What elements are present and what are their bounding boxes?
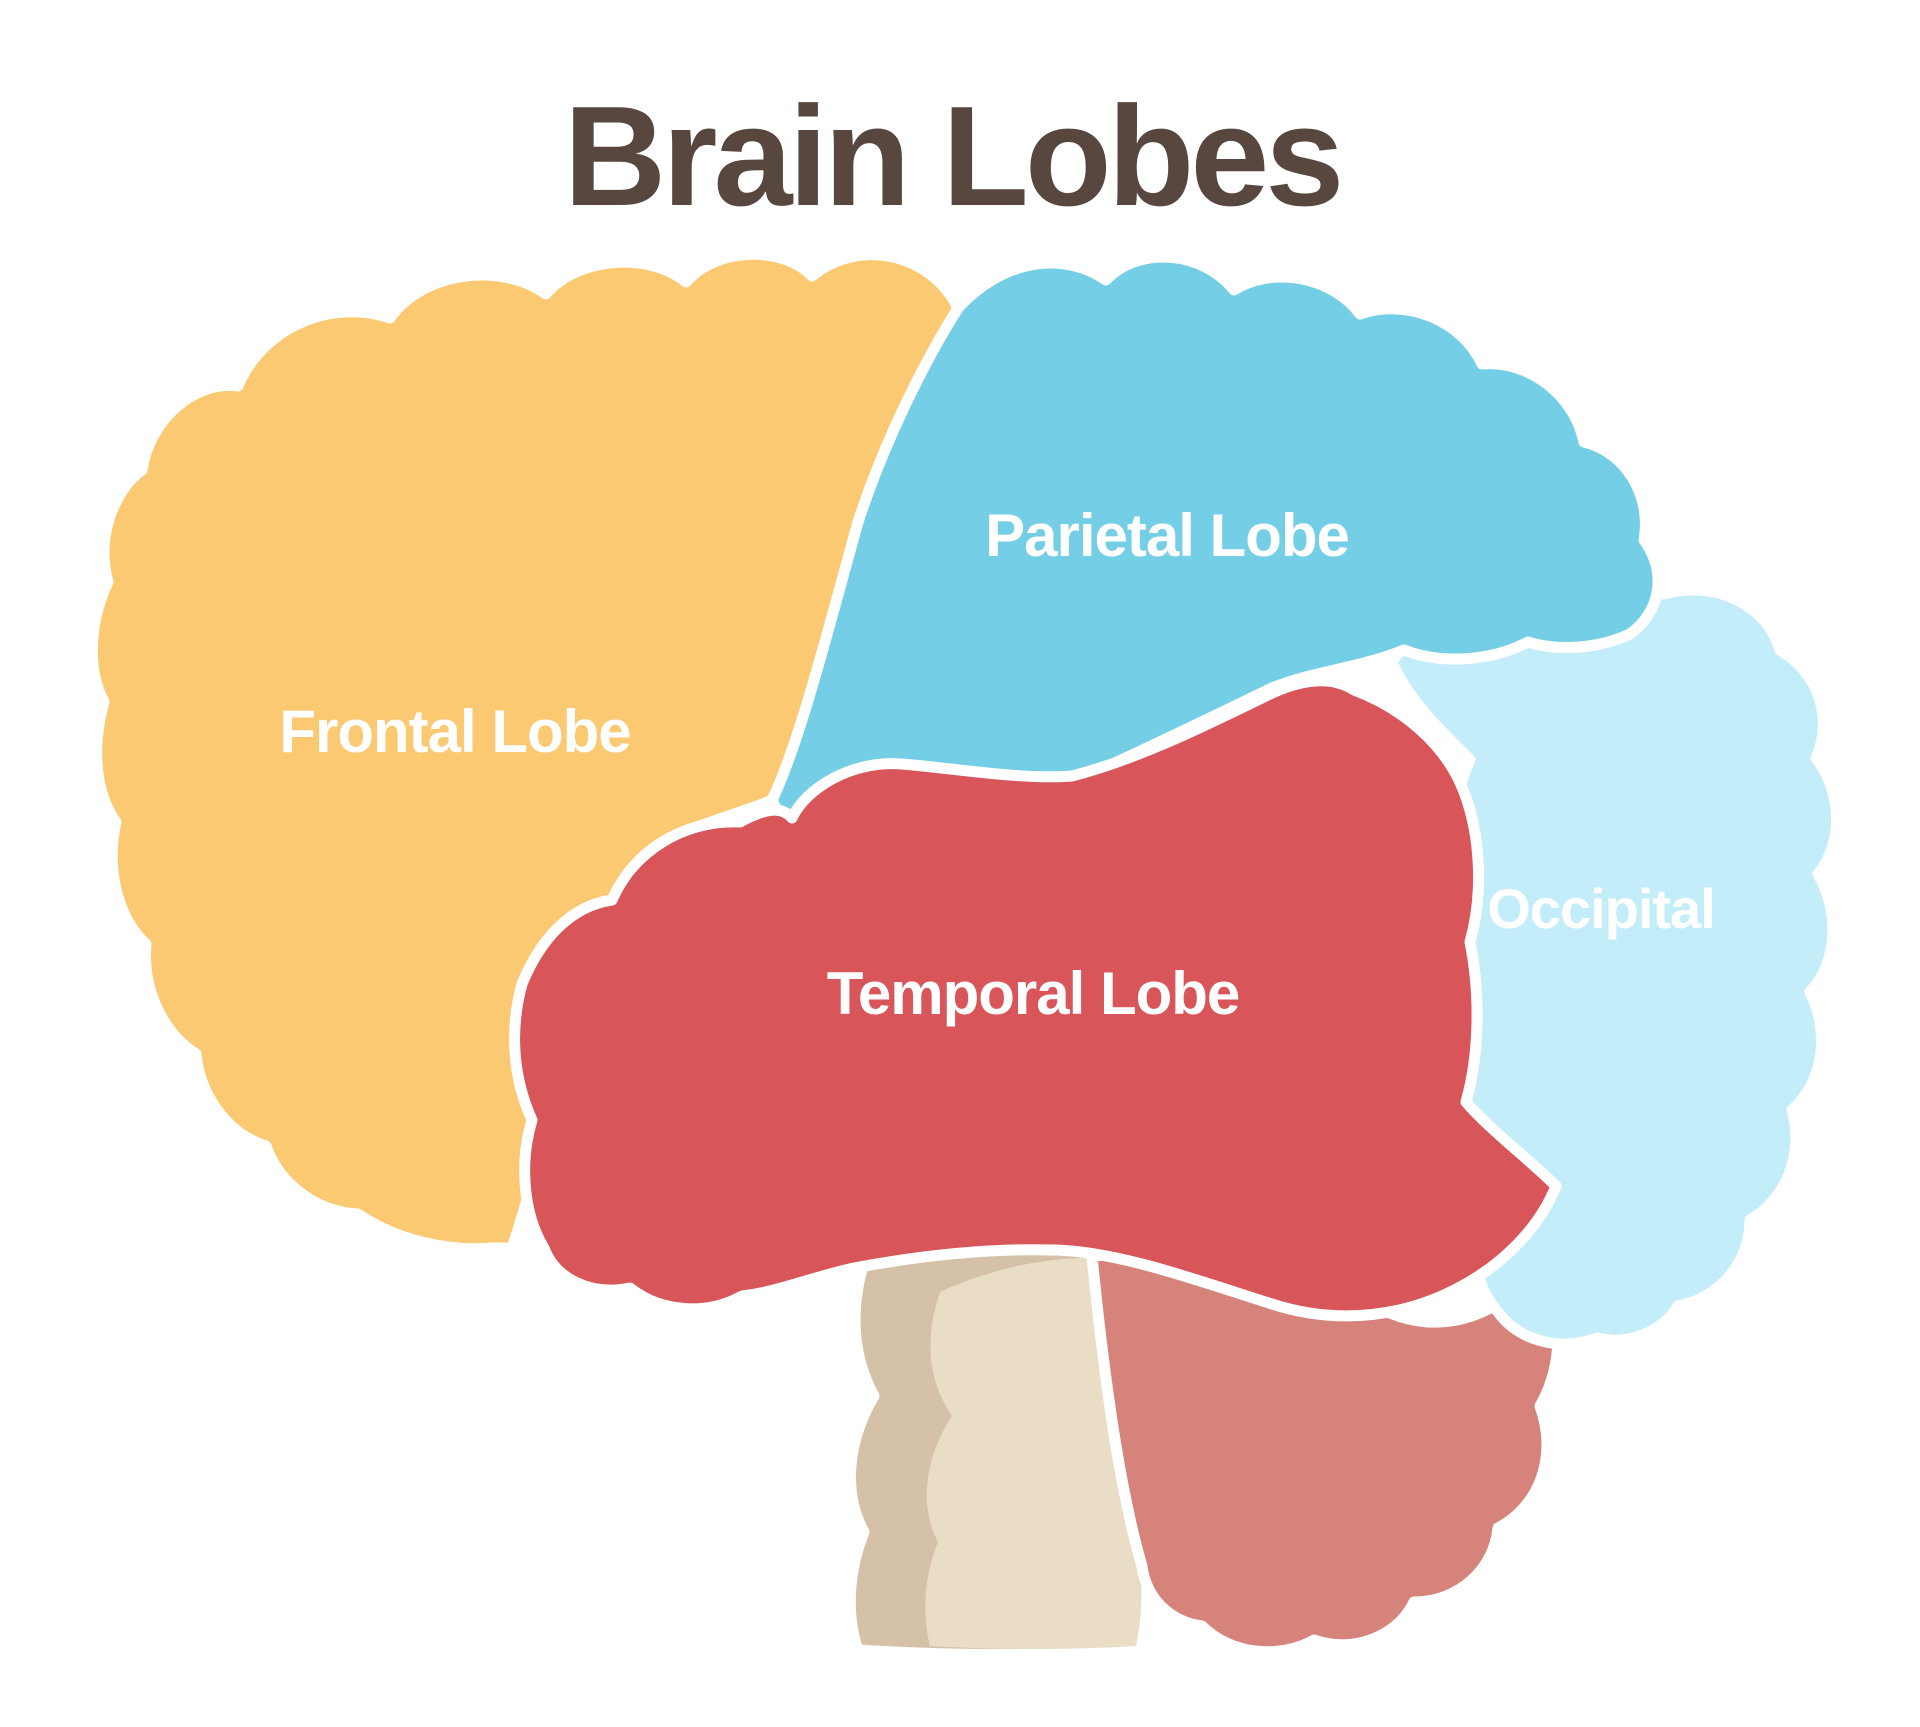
occipital-lobe-label: Occipital bbox=[1487, 877, 1715, 940]
cerebellum-region bbox=[1086, 1248, 1564, 1658]
brain-stem-highlight bbox=[925, 1257, 1142, 1649]
parietal-lobe-label: Parietal Lobe bbox=[985, 502, 1349, 569]
temporal-lobe-label: Temporal Lobe bbox=[827, 960, 1240, 1027]
frontal-lobe-label: Frontal Lobe bbox=[279, 698, 630, 765]
temporal-lobe-region bbox=[509, 675, 1562, 1322]
page-title: Brain Lobes bbox=[564, 77, 1341, 236]
